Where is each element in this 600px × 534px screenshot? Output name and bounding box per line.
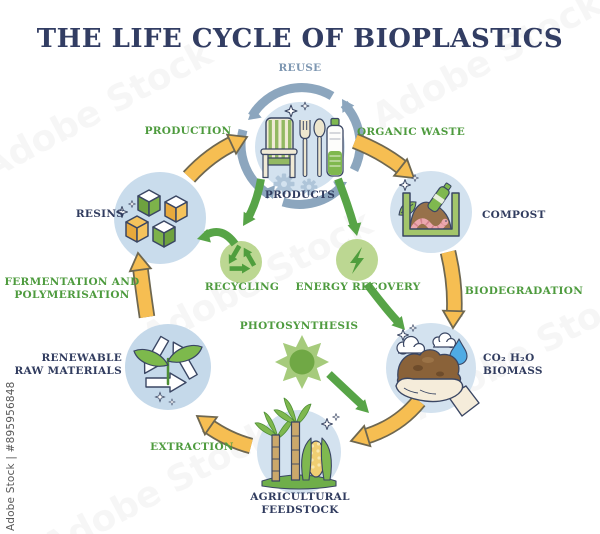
sugarcane-corn-icon: [254, 397, 340, 490]
bottle-icon: [326, 117, 344, 177]
waste-bottle-icon: [427, 182, 452, 213]
production-arrow: [182, 126, 253, 183]
resins-circle: [114, 172, 206, 264]
hand-icon: [395, 377, 464, 403]
energy-to-biomass-arrow: [363, 281, 411, 335]
corn-icon: [301, 437, 332, 481]
agricultural-label-line2: FEEDSTOCK: [261, 503, 339, 516]
agricultural-feedstock-label: AGRICULTURAL FEEDSTOCK: [250, 491, 350, 516]
fork-icon: [299, 120, 311, 178]
co2-h2o-biomass-label: CO₂ H₂O BIOMASS: [483, 352, 543, 377]
extraction-label: EXTRACTION: [150, 441, 234, 453]
products-to-energy-arrow: [334, 177, 364, 238]
recycling-circle: [220, 241, 262, 283]
chair-icon: [260, 117, 298, 179]
sparkle-icon: [332, 413, 340, 421]
cloud-icon: [396, 335, 426, 356]
renewable-label-line1: RENEWABLE: [41, 352, 122, 364]
fermentation-arrow: [126, 250, 156, 319]
organic-waste-label: ORGANIC WASTE: [356, 126, 466, 138]
worm-icon: [409, 218, 449, 234]
stock-id-watermark: Adobe Stock | #895956848: [5, 381, 17, 531]
biomass-label-line: BIOMASS: [483, 364, 543, 377]
recycling-label: RECYCLING: [204, 281, 280, 293]
renewable-label-line2: RAW MATERIALS: [14, 364, 122, 377]
spoon-icon: [313, 118, 326, 178]
energy-recovery-label: ENERGY RECOVERY: [295, 281, 421, 293]
resins-label: RESINS: [75, 208, 125, 220]
renewable-raw-materials-label: RENEWABLE RAW MATERIALS: [15, 352, 122, 377]
products-to-recycling-arrow: [237, 178, 265, 230]
gear-icon: [273, 173, 318, 196]
production-label: PRODUCTION: [144, 125, 232, 137]
co2-h2o-label-line: CO₂ H₂O: [483, 352, 535, 364]
organic-waste-arrow: [351, 133, 422, 188]
agricultural-label-line1: AGRICULTURAL: [250, 491, 350, 503]
photosynthesis-arrow: [326, 371, 374, 418]
hand-soil-clouds-drop-icon: [395, 324, 480, 417]
fermentation-label-line1: FERMENTATION AND: [4, 276, 140, 288]
lightning-bolt-icon: [350, 247, 364, 274]
products-icon: [260, 101, 344, 196]
polymer-cubes-icon: [115, 189, 188, 248]
compost-bin-worm-icon: [398, 174, 460, 237]
biodegradation-label: BIODEGRADATION: [464, 285, 584, 297]
biomass-to-feedstock-arrow: [347, 395, 426, 452]
reuse-label: REUSE: [278, 62, 322, 74]
green-arrows: [195, 177, 411, 418]
yellow-arrows: [126, 126, 465, 454]
cloud-icon: [432, 332, 457, 349]
extraction-arrow: [190, 406, 254, 454]
photosynthesis-label: PHOTOSYNTHESIS: [239, 320, 359, 332]
page-title: THE LIFE CYCLE OF BIOPLASTICS: [36, 24, 564, 54]
sprout-icon: [133, 344, 203, 386]
biodegradation-arrow: [439, 250, 465, 330]
products-label: PRODUCTS: [264, 189, 336, 201]
fermentation-label: FERMENTATION AND POLYMERISATION: [5, 276, 140, 301]
recycling-to-resins-arrow: [195, 228, 239, 247]
sun-icon: [275, 335, 329, 389]
fermentation-label-line2: POLYMERISATION: [14, 288, 130, 301]
compost-label: COMPOST: [482, 209, 546, 221]
sugarcane-icon: [254, 411, 294, 482]
recycle-sprout-icon: [133, 333, 203, 406]
sugarcane-icon: [273, 397, 312, 481]
